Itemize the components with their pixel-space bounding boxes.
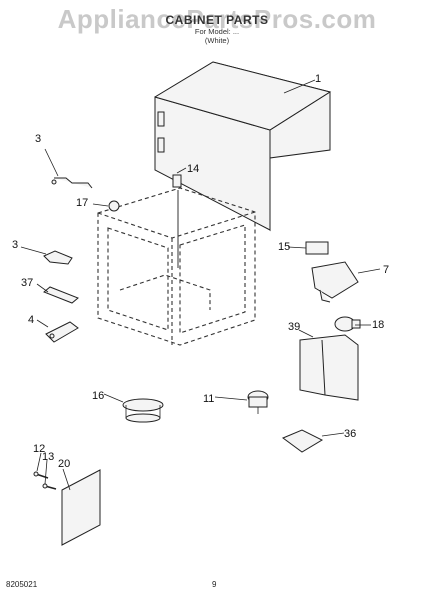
callout-18: 18 [372, 319, 384, 331]
part-12-13-screws[interactable] [33, 471, 57, 490]
page-number: 9 [212, 580, 217, 589]
watermark: AppliancePartsPros.com [57, 4, 377, 34]
callout-17: 17 [76, 197, 88, 209]
callout-1: 1 [315, 73, 321, 85]
callout-15: 15 [278, 241, 290, 253]
part-37-plate[interactable] [43, 286, 79, 304]
callout-14: 14 [187, 163, 199, 175]
document-number: 8205021 [6, 580, 38, 589]
callout-11: 11 [203, 393, 214, 405]
callout-3-upper: 3 [35, 133, 41, 145]
callout-39: 39 [288, 321, 300, 333]
callout-13: 13 [42, 451, 54, 463]
color-subtitle: (White) [204, 36, 230, 45]
part-15-switch[interactable] [305, 241, 329, 255]
part-4-latch[interactable] [45, 321, 79, 343]
part-39-lamp-housing[interactable] [299, 334, 359, 401]
callout-12: 12 [33, 443, 45, 455]
part-3-bracket-lower[interactable] [43, 250, 73, 265]
part-20-panel[interactable] [61, 469, 101, 546]
oven-chassis-outline [97, 187, 256, 346]
callout-labels: 1 3 14 17 3 15 7 37 4 18 39 16 11 36 12 … [12, 73, 389, 470]
callout-36: 36 [344, 428, 356, 440]
callout-3-lower: 3 [12, 239, 18, 251]
part-3-bracket-upper[interactable] [51, 177, 93, 189]
part-17-clip[interactable] [108, 200, 120, 212]
diagram-title: CABINET PARTS [165, 13, 269, 27]
part-7-holder[interactable] [311, 261, 359, 303]
callout-37: 37 [21, 277, 33, 289]
part-36-plate[interactable] [281, 429, 324, 453]
leader-lines [20, 79, 381, 491]
part-16-support[interactable] [122, 398, 164, 423]
callout-20: 20 [58, 458, 70, 470]
part-11-motor[interactable] [247, 390, 269, 414]
callout-4: 4 [28, 314, 34, 326]
callout-7: 7 [383, 264, 389, 276]
part-18-lamp[interactable] [334, 316, 361, 332]
model-subtitle: For Model: ... [194, 27, 240, 36]
cabinet-wrapper-part[interactable] [154, 61, 332, 232]
callout-16: 16 [92, 390, 104, 402]
part-14-switch[interactable] [172, 174, 182, 188]
